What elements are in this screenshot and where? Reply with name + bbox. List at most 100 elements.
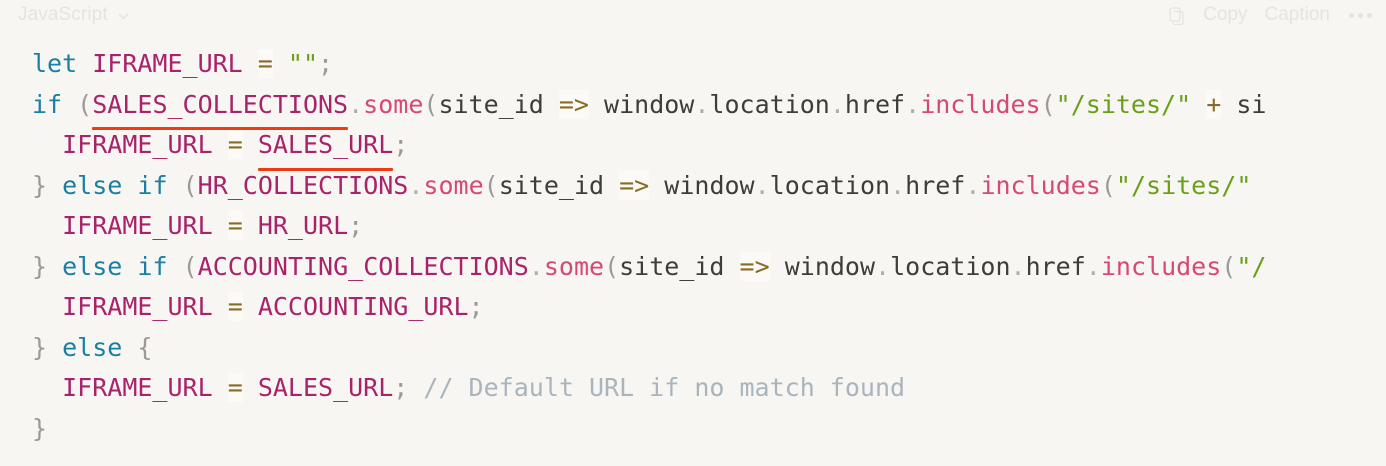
code-token: location	[709, 89, 830, 119]
ellipsis-icon[interactable]	[1347, 12, 1372, 18]
code-token	[168, 252, 183, 281]
code-block-header: JavaScript Copy Caption	[0, 0, 1386, 30]
code-token: =>	[619, 170, 650, 200]
code-token: window	[784, 251, 876, 281]
code-token: ""	[287, 49, 319, 78]
code-token: location	[769, 170, 891, 200]
code-content[interactable]: let IFRAME_URL = ""; if ( SALES_COLLECTION…	[0, 30, 1386, 449]
code-token: href	[844, 89, 906, 119]
code-token: if	[137, 170, 168, 200]
code-token-error: SALES_URL	[257, 125, 394, 170]
code-token: }	[32, 332, 48, 362]
code-token	[213, 211, 228, 240]
code-token: (	[1040, 89, 1056, 119]
code-token: href	[1025, 251, 1086, 281]
code-token	[649, 171, 664, 200]
code-token: .	[1085, 251, 1101, 281]
code-token	[62, 90, 77, 119]
code-token	[1191, 90, 1206, 119]
code-token: HR_URL	[257, 211, 349, 240]
code-line[interactable]: IFRAME_URL = ACCOUNTING_URL;	[0, 287, 1386, 328]
code-token: if	[32, 89, 63, 119]
code-token	[122, 252, 137, 281]
code-token: .	[348, 89, 364, 119]
code-token: // Default URL if no match found	[423, 373, 906, 402]
code-token: else	[62, 170, 123, 200]
code-line[interactable]: } else if (ACCOUNTING_COLLECTIONS.some(s…	[0, 247, 1386, 288]
code-token	[32, 292, 62, 321]
code-token: some	[543, 251, 605, 281]
code-scroll-area[interactable]: let IFRAME_URL = ""; if ( SALES_COLLECTION…	[0, 30, 1386, 466]
code-token	[243, 373, 258, 402]
code-line[interactable]: IFRAME_URL = SALES_URL;	[0, 125, 1386, 170]
code-token: includes	[980, 170, 1101, 200]
code-token: else	[62, 332, 123, 362]
code-token	[544, 90, 559, 119]
code-token: site_id	[438, 89, 544, 119]
code-token	[122, 171, 137, 200]
code-token: some	[423, 170, 484, 200]
code-line[interactable]: } else if (HR_COLLECTIONS.some(site_id =…	[0, 166, 1386, 207]
code-token	[243, 211, 258, 240]
ellipsis-dot	[1349, 12, 1354, 18]
code-token: IFRAME_URL	[92, 49, 243, 78]
code-token: }	[32, 413, 48, 443]
code-token: (	[423, 89, 439, 119]
code-token	[243, 49, 258, 78]
header-left-group: JavaScript	[18, 4, 130, 26]
code-token: ;	[348, 211, 364, 240]
copy-button[interactable]: Copy	[1203, 4, 1248, 25]
code-token: =	[227, 292, 243, 321]
copy-icon[interactable]	[1169, 7, 1186, 25]
chevron-down-icon[interactable]	[117, 10, 130, 23]
code-line[interactable]: IFRAME_URL = SALES_URL; // Default URL i…	[0, 368, 1386, 409]
code-line[interactable]: if (SALES_COLLECTIONS.some(site_id => wi…	[0, 85, 1386, 130]
code-token: IFRAME_URL	[62, 211, 213, 240]
code-token: .	[875, 251, 891, 281]
code-token: HR_COLLECTIONS	[197, 170, 409, 200]
code-line[interactable]: }	[0, 409, 1386, 450]
code-token: includes	[920, 89, 1041, 119]
code-token-error: SALES_COLLECTIONS	[92, 85, 348, 130]
code-token: else	[62, 251, 123, 281]
code-token: (	[182, 170, 198, 200]
code-line[interactable]: let IFRAME_URL = "";	[0, 44, 1386, 85]
code-token: includes	[1100, 251, 1222, 281]
code-token: site_id	[498, 170, 605, 200]
code-token: (	[604, 251, 620, 281]
code-token: +	[1206, 89, 1222, 119]
code-token: (	[1100, 170, 1116, 200]
code-token: =>	[739, 251, 770, 281]
code-token: window	[604, 89, 695, 119]
code-token	[273, 49, 288, 78]
code-line[interactable]: IFRAME_URL = HR_URL;	[0, 206, 1386, 247]
code-token	[213, 373, 228, 402]
code-token: .	[408, 170, 424, 200]
code-token: SALES_URL	[257, 373, 394, 402]
code-token	[1221, 90, 1236, 119]
code-token: .	[965, 170, 981, 200]
code-token	[243, 130, 258, 159]
header-right-group: Copy Caption	[1169, 4, 1372, 26]
code-token: .	[890, 170, 906, 200]
code-token: .	[829, 89, 845, 119]
code-token	[77, 49, 92, 78]
code-token: .	[694, 89, 710, 119]
code-token: =	[227, 211, 243, 240]
code-token: IFRAME_URL	[62, 292, 213, 321]
code-token: "/sites/"	[1115, 170, 1252, 200]
code-token	[168, 171, 183, 200]
code-token: {	[137, 332, 153, 362]
code-token	[47, 252, 62, 281]
code-line[interactable]: } else {	[0, 328, 1386, 369]
code-token	[122, 333, 137, 362]
code-token: .	[1010, 251, 1026, 281]
code-token: }	[32, 170, 48, 200]
caption-button[interactable]: Caption	[1264, 4, 1331, 25]
code-token: ;	[468, 292, 484, 321]
language-selector-label[interactable]: JavaScript	[18, 4, 108, 25]
code-token: }	[32, 251, 48, 281]
code-token: ;	[393, 373, 409, 402]
code-token: href	[905, 170, 966, 200]
